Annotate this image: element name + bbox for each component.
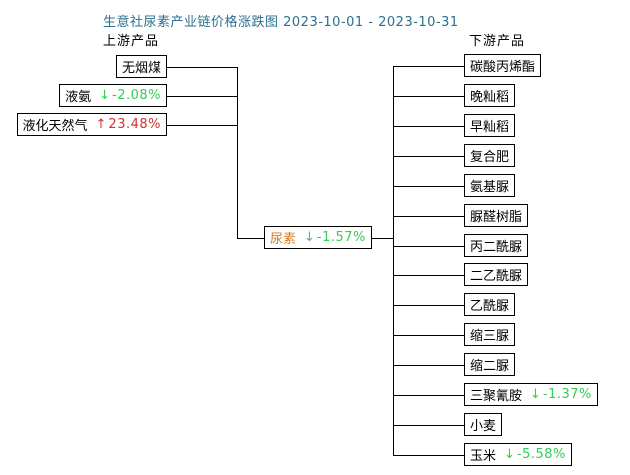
connector-line <box>393 425 472 426</box>
connector-line <box>237 238 272 239</box>
connector-line <box>393 126 472 127</box>
change-percent: -1.37% <box>542 387 592 402</box>
product-label: 液化天然气 <box>22 119 88 134</box>
connector-line <box>393 66 472 67</box>
downstream-node[interactable]: 玉米 ↓-5.58% <box>464 443 572 466</box>
upstream-node[interactable]: 液化天然气 ↑23.48% <box>16 113 167 136</box>
product-label: 无烟煤 <box>121 61 161 76</box>
down-arrow-icon: ↓ <box>530 387 541 402</box>
downstream-node[interactable]: 小麦 <box>464 413 503 436</box>
connector-line <box>393 305 472 306</box>
connector-line <box>393 66 394 456</box>
connector-line <box>354 238 394 239</box>
downstream-node[interactable]: 缩三脲 <box>464 323 516 346</box>
up-arrow-icon: ↑ <box>95 117 107 132</box>
chart-title: 生意社尿素产业链价格涨跌图 2023-10-01 - 2023-10-31 <box>103 15 459 30</box>
change-percent: -1.57% <box>316 230 366 245</box>
down-arrow-icon: ↓ <box>504 447 515 462</box>
connector-line <box>159 67 238 68</box>
connector-line <box>159 96 238 97</box>
upstream-node[interactable]: 无烟煤 <box>115 55 167 78</box>
downstream-node[interactable]: 复合肥 <box>464 144 516 167</box>
down-arrow-icon: ↓ <box>99 88 110 103</box>
down-arrow-icon: ↓ <box>304 230 315 245</box>
product-label: 玉米 <box>470 449 497 464</box>
upstream-node[interactable]: 液氨 ↓-2.08% <box>59 84 167 107</box>
downstream-node[interactable]: 晚籼稻 <box>464 84 516 107</box>
connector-line <box>159 125 238 126</box>
downstream-node[interactable]: 乙酰脲 <box>464 293 516 316</box>
downstream-node[interactable]: 氨基脲 <box>464 174 516 197</box>
change-percent: -2.08% <box>112 88 161 103</box>
connector-line <box>393 96 472 97</box>
center-node[interactable]: 尿素 ↓-1.57% <box>264 226 372 249</box>
change-percent: 23.48% <box>108 117 161 132</box>
downstream-node[interactable]: 丙二酰脲 <box>464 234 529 257</box>
product-label: 乙酰脲 <box>470 299 510 314</box>
downstream-node[interactable]: 早籼稻 <box>464 114 516 137</box>
product-label: 复合肥 <box>470 150 510 165</box>
connector-line <box>393 455 472 456</box>
downstream-node[interactable]: 缩二脲 <box>464 353 516 376</box>
product-label: 丙二酰脲 <box>470 240 523 255</box>
product-label: 晚籼稻 <box>470 90 510 105</box>
product-label: 液氨 <box>65 90 92 105</box>
connector-line <box>393 216 472 217</box>
product-label: 缩三脲 <box>470 329 510 344</box>
connector-line <box>237 67 238 239</box>
connector-line <box>393 156 472 157</box>
product-label: 尿素 <box>270 232 297 247</box>
upstream-header: 上游产品 <box>103 34 160 49</box>
product-label: 碳酸丙烯酯 <box>470 60 536 75</box>
connector-line <box>393 365 472 366</box>
product-label: 脲醛树脂 <box>470 210 523 225</box>
product-label: 早籼稻 <box>470 120 510 135</box>
product-label: 小麦 <box>470 419 497 434</box>
downstream-node[interactable]: 三聚氰胺 ↓-1.37% <box>464 383 598 406</box>
connector-line <box>393 246 472 247</box>
product-label: 缩二脲 <box>470 359 510 374</box>
product-label: 二乙酰脲 <box>470 269 523 284</box>
downstream-node[interactable]: 二乙酰脲 <box>464 263 529 286</box>
connector-line <box>393 275 472 276</box>
change-percent: -5.58% <box>516 447 566 462</box>
downstream-header: 下游产品 <box>469 34 526 49</box>
product-label: 氨基脲 <box>470 180 510 195</box>
connector-line <box>393 335 472 336</box>
product-label: 三聚氰胺 <box>470 389 523 404</box>
downstream-node[interactable]: 碳酸丙烯酯 <box>464 54 542 77</box>
connector-line <box>393 395 472 396</box>
downstream-node[interactable]: 脲醛树脂 <box>464 204 529 227</box>
connector-line <box>393 186 472 187</box>
